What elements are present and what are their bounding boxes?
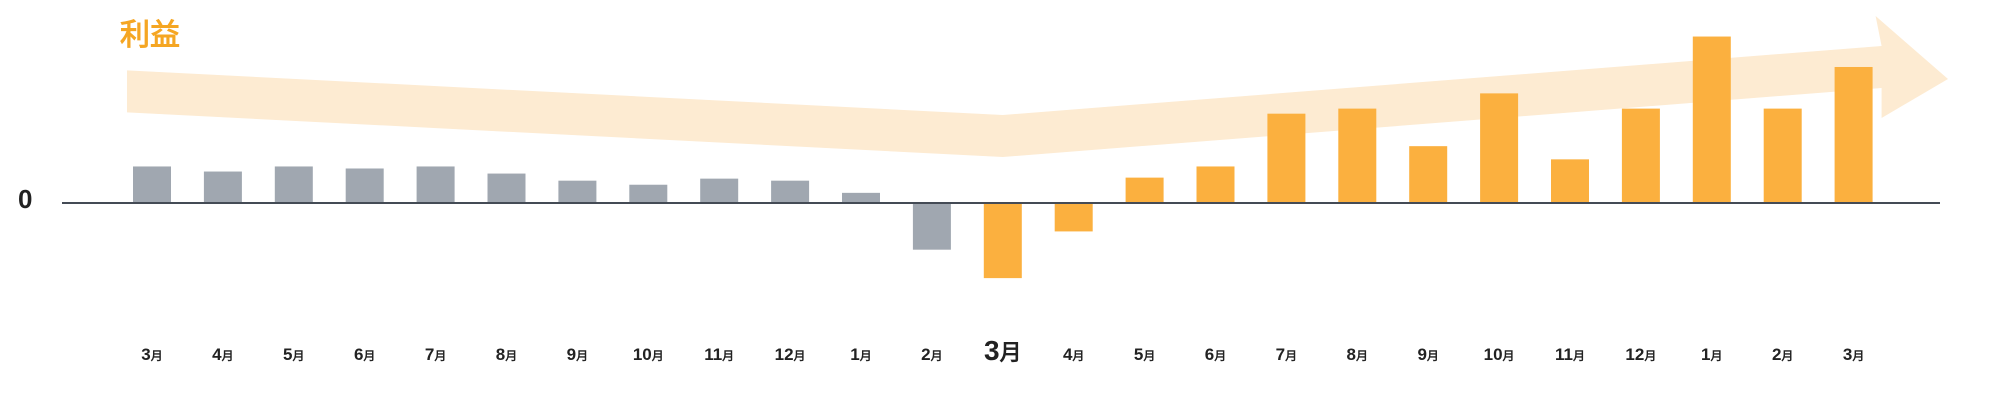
x-label-20: 11月 bbox=[1555, 345, 1585, 364]
bar-7 bbox=[629, 184, 668, 203]
bar-21 bbox=[1621, 108, 1660, 203]
trend-arrow bbox=[127, 15, 1948, 158]
x-label-7: 10月 bbox=[633, 345, 664, 364]
bar-11 bbox=[912, 203, 951, 250]
x-label-14: 5月 bbox=[1134, 345, 1155, 364]
x-label-19: 10月 bbox=[1484, 345, 1515, 364]
x-label-22: 1月 bbox=[1701, 345, 1722, 364]
x-label-24: 3月 bbox=[1843, 345, 1864, 364]
x-label-13: 4月 bbox=[1063, 345, 1084, 364]
x-label-18: 9月 bbox=[1417, 345, 1438, 364]
x-label-15: 6月 bbox=[1205, 345, 1226, 364]
bar-14 bbox=[1125, 177, 1164, 203]
bar-9 bbox=[771, 180, 810, 203]
x-label-5: 8月 bbox=[496, 345, 517, 364]
x-label-23: 2月 bbox=[1772, 345, 1793, 364]
bar-10 bbox=[842, 192, 880, 203]
x-label-1: 4月 bbox=[212, 345, 233, 364]
x-label-12: 3月 bbox=[984, 335, 1022, 366]
x-label-10: 1月 bbox=[850, 345, 871, 364]
bar-13 bbox=[1054, 203, 1093, 232]
bar-23 bbox=[1763, 108, 1802, 203]
bar-4 bbox=[416, 166, 455, 203]
x-label-2: 5月 bbox=[283, 345, 304, 364]
bar-6 bbox=[558, 180, 597, 203]
x-axis-labels: 3月 4月 5月 6月 7月 8月 9月 10月 11月 12月 1月 2月 3月 4月 5月 6月 7月 8月 9… bbox=[141, 335, 1864, 366]
bar-16 bbox=[1267, 113, 1306, 203]
bar-15 bbox=[1196, 166, 1235, 203]
bar-5 bbox=[487, 173, 526, 203]
bar-8 bbox=[700, 178, 739, 203]
zero-axis-label: 0 bbox=[18, 184, 33, 214]
x-label-6: 9月 bbox=[567, 345, 588, 364]
x-label-21: 12月 bbox=[1625, 345, 1656, 364]
bar-2 bbox=[274, 166, 313, 203]
bar-20 bbox=[1551, 159, 1589, 203]
x-label-8: 11月 bbox=[704, 345, 734, 364]
bar-18 bbox=[1409, 146, 1448, 203]
bar-22 bbox=[1692, 36, 1731, 203]
x-label-16: 7月 bbox=[1276, 345, 1297, 364]
bar-24 bbox=[1834, 66, 1873, 204]
x-label-17: 8月 bbox=[1347, 345, 1368, 364]
x-label-3: 6月 bbox=[354, 345, 375, 364]
bar-0 bbox=[133, 166, 171, 203]
bar-12 bbox=[983, 203, 1022, 279]
x-label-4: 7月 bbox=[425, 345, 446, 364]
bar-1 bbox=[203, 171, 242, 203]
bar-17 bbox=[1338, 108, 1377, 203]
x-label-9: 12月 bbox=[775, 345, 806, 364]
chart-title: 利益 bbox=[120, 19, 180, 52]
x-label-11: 2月 bbox=[921, 345, 942, 364]
bar-19 bbox=[1480, 93, 1519, 203]
x-label-0: 3月 bbox=[141, 345, 162, 364]
bar-3 bbox=[345, 168, 384, 203]
bars-group bbox=[133, 36, 1873, 279]
